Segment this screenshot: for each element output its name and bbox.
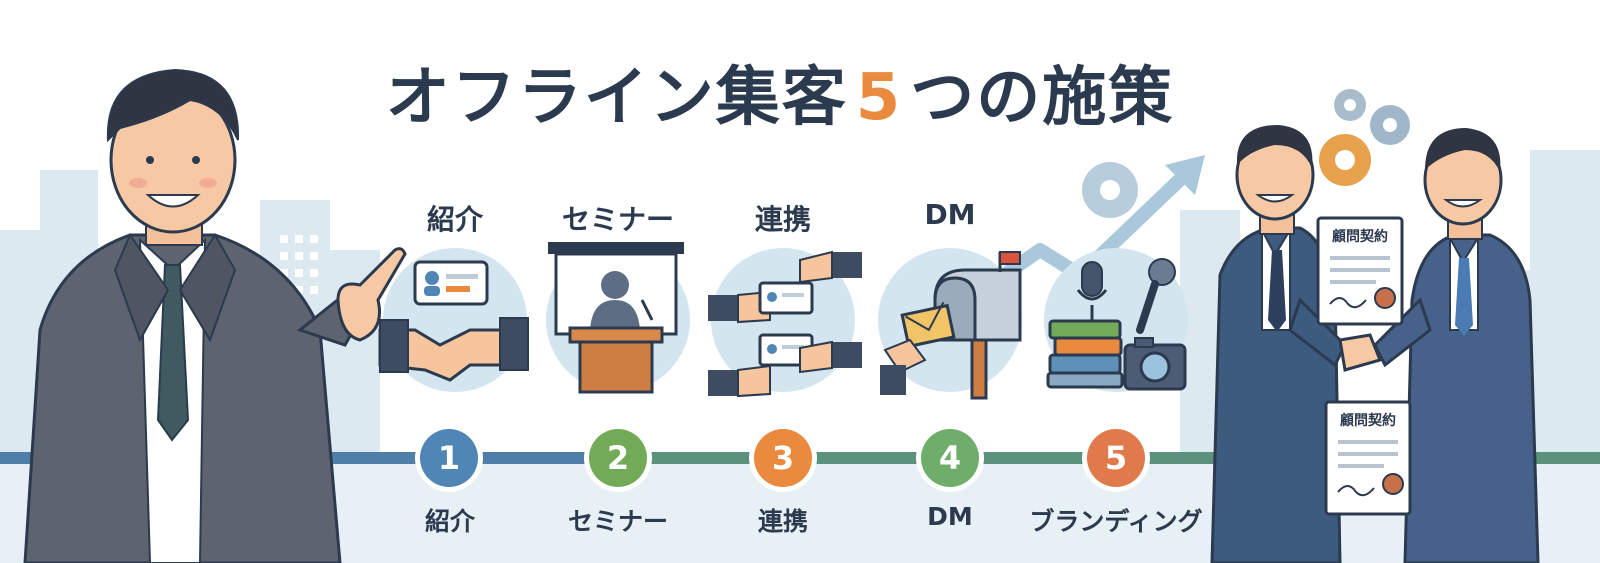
handshake-icon — [378, 260, 529, 382]
contract-document-icon — [1324, 400, 1412, 516]
contract-document-icon — [1316, 216, 1404, 326]
step-label: セミナー — [567, 507, 668, 536]
contract-title: 顧問契約 — [1340, 413, 1396, 429]
step-badge-1: 1 — [420, 429, 478, 487]
step-label: 連携 — [757, 507, 808, 536]
presenter-person — [23, 68, 407, 563]
step-label: DM — [927, 502, 973, 531]
column-label: 紹介 — [426, 203, 483, 236]
column-label: セミナー — [561, 203, 674, 236]
title-main: オフライン集客 — [385, 61, 848, 135]
step-badge-4: 4 — [921, 429, 979, 487]
step-badge-5: 5 — [1087, 429, 1145, 487]
step-badge-2: 2 — [589, 429, 647, 487]
title-suffix: つの施策 — [910, 61, 1175, 135]
step-badge-3: 3 — [754, 429, 812, 487]
business-card-exchange-icon — [708, 250, 862, 398]
business-people-handshake — [1210, 125, 1540, 563]
title-number: 5 — [855, 61, 903, 135]
gear-icon — [1319, 89, 1410, 186]
contract-title: 顧問契約 — [1332, 229, 1388, 245]
mailbox-icon — [880, 251, 1022, 400]
gear-icon — [1082, 162, 1138, 218]
step-label: ブランディング — [1029, 507, 1203, 536]
step-label: 紹介 — [424, 507, 475, 536]
column-label: 連携 — [754, 203, 811, 236]
column-label: DM — [924, 198, 976, 231]
books-camera-microphone-icon — [1046, 258, 1187, 391]
seminar-podium-icon — [548, 242, 684, 394]
